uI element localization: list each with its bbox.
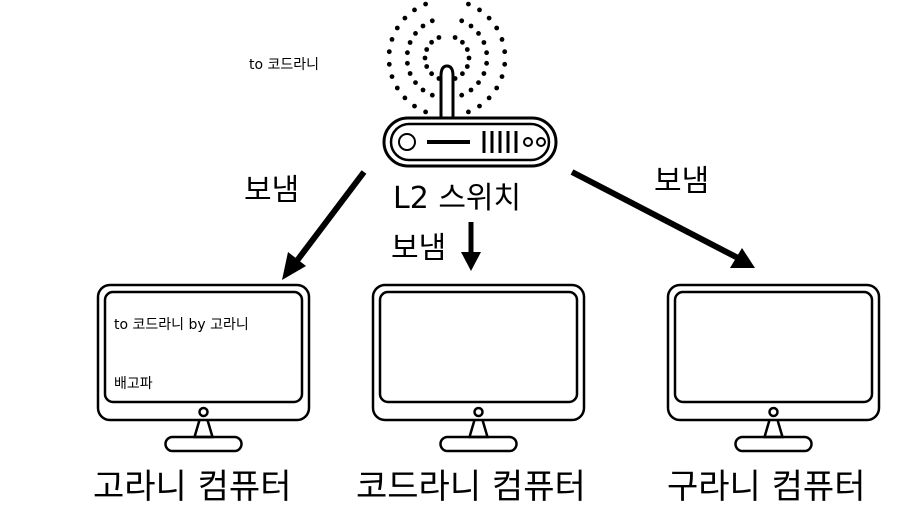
wifi-dot	[429, 71, 434, 77]
wifi-dot	[459, 92, 465, 98]
monitor-screen	[378, 290, 579, 404]
arrow-right	[570, 169, 755, 268]
wifi-dot	[412, 7, 417, 13]
wifi-dot	[481, 71, 487, 76]
wifi-dot	[422, 55, 428, 61]
wifi-dot	[429, 92, 435, 98]
wifi-dot	[436, 35, 442, 40]
monitor-icon	[371, 283, 586, 453]
wifi-dot	[429, 39, 434, 45]
router-icon	[382, 64, 558, 168]
monitor-bezel	[666, 283, 881, 422]
wifi-dot	[389, 37, 395, 42]
monitor-stand-base	[734, 435, 813, 453]
wifi-dot	[394, 25, 400, 31]
wifi-dot	[407, 71, 413, 76]
wifi-dot	[477, 103, 482, 109]
wifi-dot	[423, 109, 428, 115]
wifi-dot	[494, 25, 500, 31]
wifi-dot	[405, 60, 410, 66]
router-body-inner	[389, 122, 551, 162]
wifi-dot	[499, 74, 505, 79]
wifi-dot	[423, 1, 428, 7]
wifi-dot	[481, 40, 487, 45]
wifi-dot	[386, 61, 392, 67]
router-antenna	[439, 64, 455, 118]
wifi-dot	[386, 49, 392, 55]
wifi-dot	[499, 37, 505, 42]
wifi-dot	[502, 49, 508, 55]
arrow-left	[282, 170, 367, 280]
monitor-bezel	[371, 283, 586, 422]
wifi-dot	[466, 109, 471, 115]
monitor-icon	[666, 283, 881, 453]
monitor-stand-neck	[192, 419, 215, 439]
monitor-stand-neck	[467, 419, 490, 439]
wifi-dot	[402, 15, 408, 21]
router-status-led-1	[523, 137, 533, 147]
monitor-power-button	[473, 406, 484, 418]
screen-line-1: to 코드라니 by 고라니	[114, 317, 249, 333]
wifi-dot	[464, 64, 470, 69]
monitor-stand-base	[439, 435, 518, 453]
wifi-dot	[429, 18, 435, 24]
wifi-dot	[405, 50, 410, 56]
wifi-dot	[389, 74, 395, 79]
wifi-dot	[464, 47, 470, 52]
wifi-dot	[486, 95, 492, 101]
arrow-center-label: 보냄	[391, 231, 447, 266]
wifi-dot	[468, 87, 474, 93]
wifi-dot	[394, 85, 400, 91]
wifi-dot	[460, 71, 465, 77]
router-label: L2 스위치	[393, 181, 522, 216]
wifi-dot	[460, 39, 465, 45]
monitor-bezel	[96, 283, 311, 422]
wifi-dot	[466, 55, 472, 61]
arrow-right-label: 보냄	[654, 164, 710, 199]
monitor-icon	[96, 283, 311, 453]
wifi-dot	[466, 1, 471, 7]
router-status-led-2	[536, 137, 546, 147]
wifi-dot	[412, 103, 417, 109]
wifi-dot	[424, 64, 430, 69]
wifi-dot	[468, 23, 474, 29]
screen-line-2: 배고파	[114, 376, 153, 392]
arrow-center	[461, 222, 481, 271]
computer-label-coderani: 코드라니 컴퓨터	[356, 467, 586, 507]
monitor-stand-neck	[762, 419, 785, 439]
wifi-dot	[486, 15, 492, 21]
wifi-dot	[459, 18, 465, 24]
wifi-dot	[420, 23, 426, 29]
wifi-dot	[484, 50, 489, 56]
monitor-power-button	[198, 406, 209, 418]
monitor-power-button	[768, 406, 779, 418]
wifi-dot	[477, 7, 482, 13]
wifi-dot	[502, 61, 508, 67]
wifi-dot	[452, 35, 458, 40]
wifi-dot	[420, 87, 426, 93]
wifi-dot	[413, 31, 418, 36]
router-power-led	[398, 133, 416, 151]
wifi-waves-left	[386, 1, 442, 115]
monitor-screen	[103, 290, 304, 404]
wifi-signal-icon	[386, 1, 508, 115]
wifi-dot	[402, 95, 408, 101]
wifi-dot	[476, 80, 481, 85]
monitor-stand-base	[164, 435, 243, 453]
wifi-dot	[424, 47, 430, 52]
monitor-screen	[673, 290, 874, 404]
packet-note: to 코드라니	[249, 57, 320, 73]
wifi-dot	[413, 80, 418, 85]
router-ports	[482, 131, 518, 153]
arrow-left-label: 보냄	[244, 173, 300, 208]
wifi-waves-right	[452, 1, 508, 115]
wifi-dot	[476, 31, 481, 36]
wifi-dot	[494, 85, 500, 91]
wifi-dot	[407, 40, 413, 45]
router-body	[382, 116, 558, 168]
computer-label-gorani: 고라니 컴퓨터	[93, 467, 292, 507]
computer-label-gurani: 구라니 컴퓨터	[667, 467, 866, 507]
wifi-dot	[484, 60, 489, 66]
